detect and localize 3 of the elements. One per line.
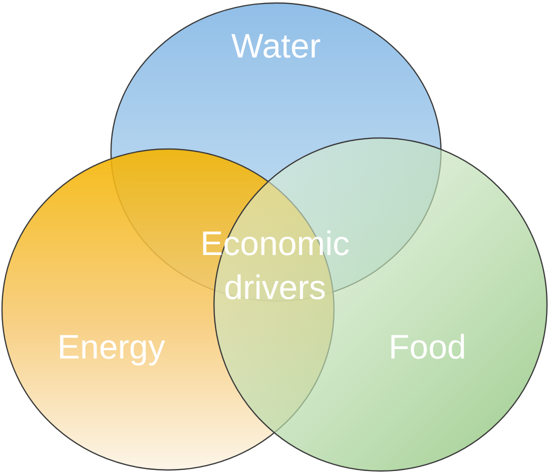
circle-label: Food	[388, 328, 466, 368]
circle-label: Energy	[57, 328, 166, 368]
circle-label: Water	[231, 28, 321, 66]
